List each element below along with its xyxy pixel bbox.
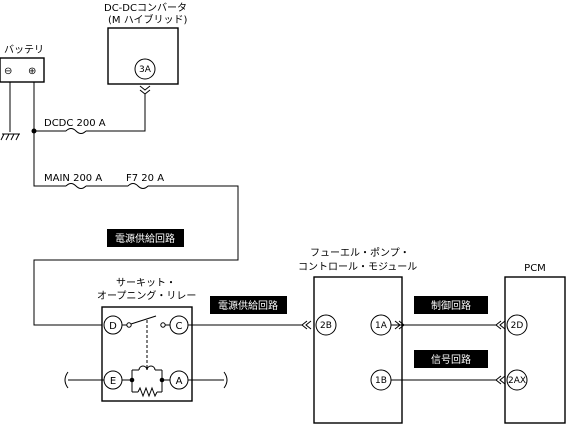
signal-circuit-label-text: 信号回路 (431, 353, 471, 366)
dcdc-converter-title: DC-DCコンバータ (104, 2, 187, 14)
main-fuse-label: MAIN 200 A (44, 173, 102, 184)
power-supply-label-1-text: 電源供給回路 (115, 232, 175, 245)
pcm-pin-2ax (506, 369, 528, 391)
power-supply-label-2 (210, 296, 287, 314)
fuel-pump-module-box (313, 276, 403, 424)
relay: サーキット・ オープニング・リレー D C E A (97, 277, 196, 402)
pcm-pin-2d (506, 314, 528, 336)
module-pin-1b-label: 1B (375, 376, 387, 386)
pcm-box (504, 276, 566, 424)
relay-pin-d-label: D (109, 321, 117, 332)
dcdc-pin-3a-label: 3A (139, 65, 152, 75)
pcm-pin-2ax-label: 2AX (508, 376, 526, 386)
battery-box (0, 57, 45, 83)
power-supply-label-2-text: 電源供給回路 (218, 299, 278, 312)
relay-title-line1: サーキット・ (116, 277, 176, 289)
relay-coil-icon (122, 365, 170, 398)
signal-circuit-label (414, 350, 488, 368)
pcm: PCM 2D 2AX (504, 263, 566, 424)
fuel-pump-module-title-line2: コントロール・モジュール (298, 262, 417, 273)
wire-break-left-icon (64, 371, 69, 389)
dcdc-fuse-label: DCDC 200 A (44, 118, 106, 129)
ground-icon (0, 133, 20, 141)
connector-icon (301, 320, 312, 330)
wire-break-right-icon (223, 371, 228, 389)
battery-label: バッテリ (4, 44, 44, 56)
power-supply-wire (33, 185, 239, 326)
relay-pin-e-label: E (110, 376, 116, 387)
connector-icon (495, 375, 506, 385)
connector-icon (495, 320, 506, 330)
dcdc-converter-subtitle: (M ハイブリッド) (108, 13, 188, 26)
dcdc-fuse-icon (65, 128, 87, 134)
dcdc-pin-3a (134, 58, 156, 80)
module-pin-2b (315, 314, 337, 336)
battery-positive-icon: ⊕ (28, 66, 36, 77)
connector-icon (139, 85, 151, 95)
battery-negative-icon: ⊖ (4, 66, 12, 77)
dcdc-wire (86, 94, 146, 132)
pcm-pin-2d-label: 2D (511, 321, 524, 331)
relay-title-line2: オープニング・リレー (97, 289, 196, 302)
main-positive-wire (33, 82, 66, 187)
control-circuit-label (414, 296, 488, 314)
fuel-pump-control-module: フューエル・ポンプ・ コントロール・モジュール 2B 1A 1B (298, 247, 417, 424)
fuel-pump-module-title-line1: フューエル・ポンプ・ (310, 247, 410, 259)
dcdc-converter: DC-DCコンバータ (M ハイブリッド) 3A (104, 2, 188, 85)
f7-fuse-icon (127, 183, 149, 189)
relay-pin-a-label: A (176, 376, 183, 387)
f7-fuse-label: F7 20 A (126, 173, 164, 184)
battery: バッテリ ⊖ ⊕ (0, 44, 45, 83)
power-supply-label-1 (107, 229, 184, 247)
relay-switch-icon (122, 315, 170, 328)
relay-pin-c-label: C (176, 321, 183, 332)
module-pin-1a-label: 1A (375, 321, 388, 331)
module-pin-2b-label: 2B (320, 321, 332, 331)
pcm-label: PCM (524, 263, 546, 274)
control-circuit-label-text: 制御回路 (431, 299, 471, 312)
main-fuse-icon (65, 183, 87, 189)
